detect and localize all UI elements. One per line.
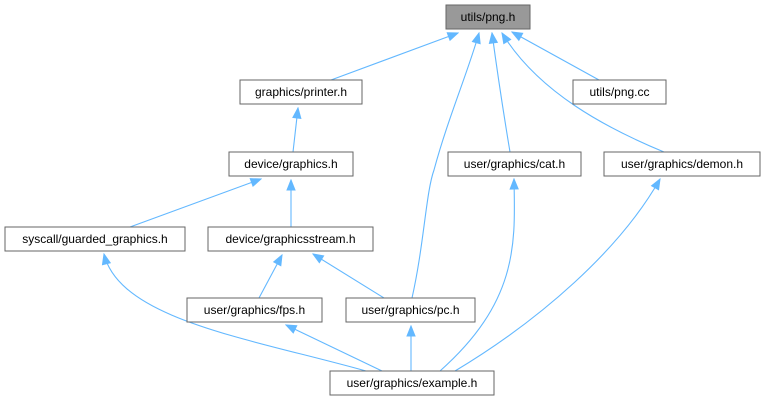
node-device-graphicsstream-h[interactable]: device/graphicsstream.h — [207, 226, 374, 252]
node-box — [345, 297, 476, 323]
node-label: syscall/guarded_graphics.h — [22, 232, 167, 246]
edge-user-graphics-demon-h-to-utils-png-h — [502, 33, 665, 153]
node-graphics-printer-h[interactable]: graphics/printer.h — [239, 79, 363, 105]
node-user-graphics-fps-h[interactable]: user/graphics/fps.h — [186, 297, 323, 323]
node-box — [239, 79, 363, 105]
node-label: user/graphics/demon.h — [621, 157, 743, 171]
node-utils-png-cc[interactable]: utils/png.cc — [572, 79, 667, 105]
edge-user-graphics-example-h-to-user-graphics-cat-h — [439, 179, 514, 372]
node-label: graphics/printer.h — [255, 85, 347, 99]
node-box — [4, 226, 186, 252]
edges-layer — [104, 32, 665, 372]
edge-syscall-guarded-graphics-h-to-device-graphics-h — [129, 179, 261, 228]
node-box — [572, 79, 667, 105]
edge-graphics-printer-h-to-utils-png-h — [330, 33, 458, 81]
node-box — [445, 4, 531, 30]
edge-device-graphics-h-to-graphics-printer-h — [293, 108, 298, 153]
nodes-layer: utils/png.h graphics/printer.h utils/png… — [4, 4, 761, 396]
edge-user-graphics-example-h-to-syscall-guarded-graphics-h — [104, 254, 367, 372]
edge-user-graphics-pc-h-to-device-graphicsstream-h — [313, 254, 385, 299]
edge-user-graphics-example-h-to-user-graphics-fps-h — [286, 325, 383, 372]
edge-user-graphics-example-h-to-user-graphics-demon-h — [454, 179, 660, 372]
node-syscall-guarded-graphics-h[interactable]: syscall/guarded_graphics.h — [4, 226, 186, 252]
node-box — [186, 297, 323, 323]
node-box — [603, 151, 761, 177]
node-box — [228, 151, 354, 177]
node-user-graphics-demon-h[interactable]: user/graphics/demon.h — [603, 151, 761, 177]
node-user-graphics-example-h[interactable]: user/graphics/example.h — [329, 370, 495, 396]
node-label: utils/png.h — [461, 10, 516, 24]
edge-utils-png-cc-to-utils-png-h — [512, 32, 600, 81]
node-label: user/graphics/example.h — [347, 376, 478, 390]
edge-user-graphics-fps-h-to-device-graphicsstream-h — [258, 255, 282, 299]
node-user-graphics-cat-h[interactable]: user/graphics/cat.h — [447, 151, 582, 177]
node-device-graphics-h[interactable]: device/graphics.h — [228, 151, 354, 177]
node-label: device/graphics.h — [244, 157, 337, 171]
node-box — [207, 226, 374, 252]
edge-user-graphics-cat-h-to-utils-png-h — [492, 33, 511, 153]
node-label: user/graphics/cat.h — [464, 157, 565, 171]
node-label: user/graphics/fps.h — [204, 303, 305, 317]
node-box — [447, 151, 582, 177]
node-label: user/graphics/pc.h — [361, 303, 459, 317]
node-box — [329, 370, 495, 396]
node-label: utils/png.cc — [589, 85, 649, 99]
node-label: device/graphicsstream.h — [225, 232, 355, 246]
edge-user-graphics-pc-h-to-utils-png-h — [411, 33, 479, 299]
node-user-graphics-pc-h[interactable]: user/graphics/pc.h — [345, 297, 476, 323]
node-utils-png-h[interactable]: utils/png.h — [445, 4, 531, 30]
